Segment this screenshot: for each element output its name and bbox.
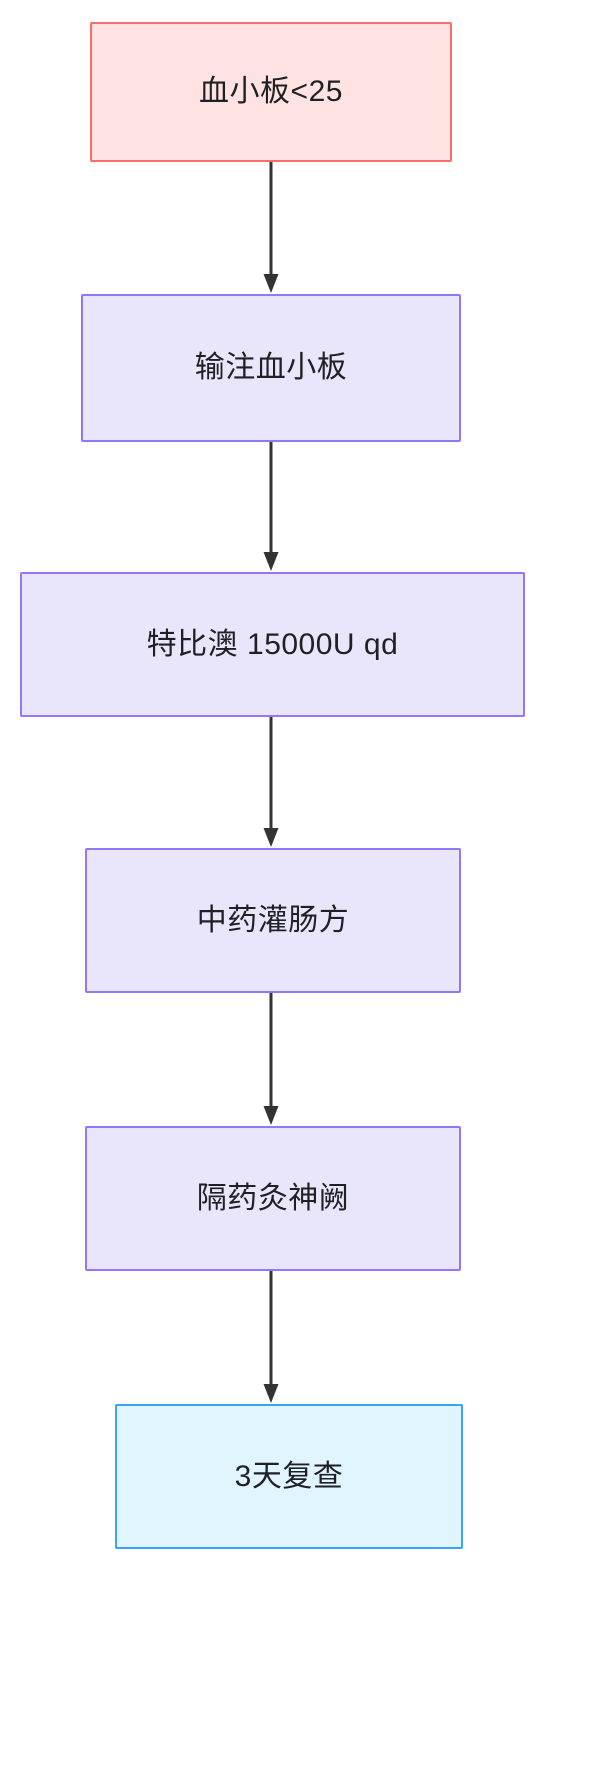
flowchart-node-label: 特比澳 15000U qd xyxy=(146,627,399,661)
flowchart-node-label: 血小板<25 xyxy=(199,75,343,108)
flowchart-edge-moxibustion-to-recheck xyxy=(262,1271,280,1404)
flowchart-edge-start-to-transfusion xyxy=(262,162,280,294)
flowchart-node-label: 输注血小板 xyxy=(194,351,348,384)
flowchart-node-start[interactable]: 血小板<25 xyxy=(90,22,452,162)
flowchart-node-transfusion[interactable]: 输注血小板 xyxy=(81,294,461,442)
flowchart-node-moxibustion[interactable]: 隔药灸神阙 xyxy=(85,1126,461,1271)
flowchart-edge-transfusion-to-tebiao xyxy=(262,442,280,572)
flowchart-node-label: 隔药灸神阙 xyxy=(196,1181,350,1215)
flowchart-edge-enema-to-moxibustion xyxy=(262,993,280,1126)
flowchart-node-recheck[interactable]: 3天复查 xyxy=(115,1404,463,1549)
flowchart-node-enema[interactable]: 中药灌肠方 xyxy=(85,848,461,993)
flowchart-node-label: 3天复查 xyxy=(234,1459,344,1493)
flowchart-node-tebiao[interactable]: 特比澳 15000U qd xyxy=(20,572,525,717)
flowchart-edge-tebiao-to-enema xyxy=(262,717,280,848)
flowchart-node-label: 中药灌肠方 xyxy=(196,903,350,937)
